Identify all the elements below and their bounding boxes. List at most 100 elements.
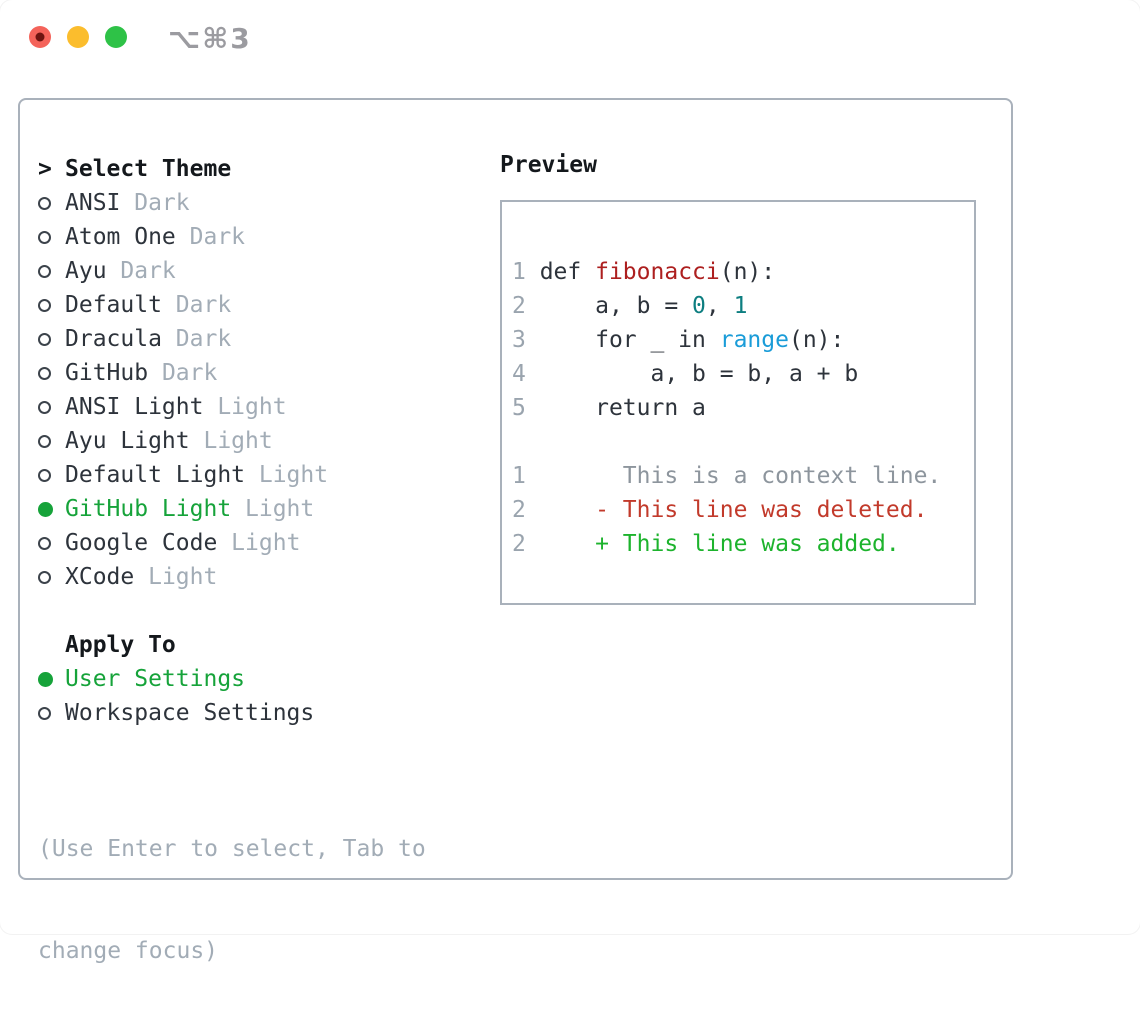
- radio-icon: [38, 706, 51, 720]
- line-number: 3: [512, 327, 526, 353]
- theme-option-label: Atom One: [65, 224, 176, 250]
- select-theme-header: > Select Theme: [38, 152, 500, 186]
- traffic-lights: [29, 26, 127, 48]
- line-number: 1: [512, 259, 526, 285]
- radio-marker: [38, 468, 65, 482]
- theme-option-label: Google Code: [65, 530, 218, 556]
- theme-variant-label: Dark: [106, 258, 176, 284]
- theme-option[interactable]: ANSI Dark: [38, 186, 500, 220]
- line-number: 1: [512, 463, 526, 489]
- theme-option[interactable]: ANSI Light Light: [38, 390, 500, 424]
- theme-option[interactable]: Default Light Light: [38, 458, 500, 492]
- theme-option-label: Dracula: [65, 326, 162, 352]
- theme-option[interactable]: GitHub Light Light: [38, 492, 500, 526]
- theme-variant-label: Light: [203, 394, 287, 420]
- radio-marker: [38, 501, 65, 517]
- code-segment-plain: (n):: [719, 259, 776, 285]
- code-segment-number: 0: [692, 293, 706, 319]
- radio-marker: [38, 264, 65, 278]
- radio-icon: [38, 264, 51, 278]
- theme-variant-label: Dark: [161, 292, 232, 318]
- code-line: 3 for _ in range(n):: [512, 323, 974, 357]
- code-segment-deleted: - This line was deleted.: [525, 497, 928, 523]
- radio-icon: [38, 434, 51, 448]
- code-line: 2 a, b = 0, 1: [512, 289, 974, 323]
- keyboard-hint: (Use Enter to select, Tab to change focu…: [38, 764, 500, 1036]
- apply-option-label: User Settings: [65, 666, 246, 692]
- code-line: 5 return a: [512, 391, 974, 425]
- apply-option-label: Workspace Settings: [65, 700, 315, 726]
- theme-option[interactable]: Google Code Light: [38, 526, 500, 560]
- code-segment-plain: a, b = b, a + b: [525, 361, 859, 387]
- theme-option[interactable]: Ayu Dark: [38, 254, 500, 288]
- radio-icon: [38, 230, 51, 244]
- line-number: 4: [512, 361, 526, 387]
- code-segment-plain: (n):: [788, 327, 845, 353]
- radio-icon: [38, 536, 51, 550]
- theme-variant-label: Light: [217, 530, 301, 556]
- hint-line-2: change focus): [38, 938, 219, 964]
- radio-icon: [38, 570, 51, 584]
- apply-option[interactable]: Workspace Settings: [38, 696, 500, 730]
- theme-variant-label: Light: [189, 428, 273, 454]
- theme-variant-label: Dark: [148, 360, 218, 386]
- theme-option-label: Default Light: [65, 462, 246, 488]
- theme-variant-label: Light: [231, 496, 315, 522]
- theme-variant-label: Dark: [120, 190, 190, 216]
- radio-marker: [38, 536, 65, 550]
- theme-option-label: GitHub: [65, 360, 149, 386]
- code-line: 4 a, b = b, a + b: [512, 357, 974, 391]
- radio-selected-icon: [38, 671, 53, 687]
- theme-option[interactable]: GitHub Dark: [38, 356, 500, 390]
- cursor-icon: >: [38, 156, 52, 182]
- radio-icon: [38, 468, 51, 482]
- minimize-button[interactable]: [67, 26, 89, 48]
- radio-marker: [38, 706, 65, 720]
- theme-option-label: XCode: [65, 564, 135, 590]
- line-number: 5: [512, 395, 526, 421]
- apply-option[interactable]: User Settings: [38, 662, 500, 696]
- select-theme-title: Select Theme: [65, 156, 232, 182]
- code-line: [512, 425, 974, 459]
- theme-option-label: Ayu Light: [65, 428, 190, 454]
- line-number: 2: [512, 497, 526, 523]
- theme-option[interactable]: Atom One Dark: [38, 220, 500, 254]
- radio-icon: [38, 298, 51, 312]
- hint-line-1: (Use Enter to select, Tab to: [38, 836, 426, 862]
- code-segment-number: 1: [733, 293, 748, 319]
- radio-marker: [38, 196, 65, 210]
- apply-to-title: Apply To: [65, 632, 176, 658]
- code-segment-builtin: range: [719, 327, 789, 353]
- theme-option-label: ANSI Light: [65, 394, 204, 420]
- zoom-button[interactable]: [105, 26, 127, 48]
- theme-option[interactable]: Ayu Light Light: [38, 424, 500, 458]
- theme-option-label: ANSI: [65, 190, 121, 216]
- radio-marker: [38, 570, 65, 584]
- theme-option[interactable]: Dracula Dark: [38, 322, 500, 356]
- radio-marker: [38, 366, 65, 380]
- code-line: 1 def fibonacci(n):: [512, 255, 974, 289]
- line-number: 2: [512, 293, 526, 319]
- code-segment-plain: a, b =: [525, 293, 693, 319]
- window-shortcut-label: ⌥⌘3: [168, 22, 252, 55]
- line-number: 2: [512, 531, 526, 557]
- apply-to-header: Apply To: [38, 628, 500, 662]
- code-segment-plain: def: [525, 259, 596, 285]
- code-line: 2 + This line was added.: [512, 527, 974, 561]
- radio-marker: [38, 400, 65, 414]
- code-segment-plain: ,: [705, 293, 734, 319]
- theme-variant-label: Light: [245, 462, 329, 488]
- code-segment-func: fibonacci: [595, 259, 720, 285]
- code-segment-added: + This line was added.: [525, 531, 900, 557]
- radio-icon: [38, 400, 51, 414]
- close-button[interactable]: [29, 26, 51, 48]
- theme-option[interactable]: Default Dark: [38, 288, 500, 322]
- theme-variant-label: Light: [134, 564, 218, 590]
- radio-marker: [38, 332, 65, 346]
- theme-option[interactable]: XCode Light: [38, 560, 500, 594]
- radio-marker: [38, 434, 65, 448]
